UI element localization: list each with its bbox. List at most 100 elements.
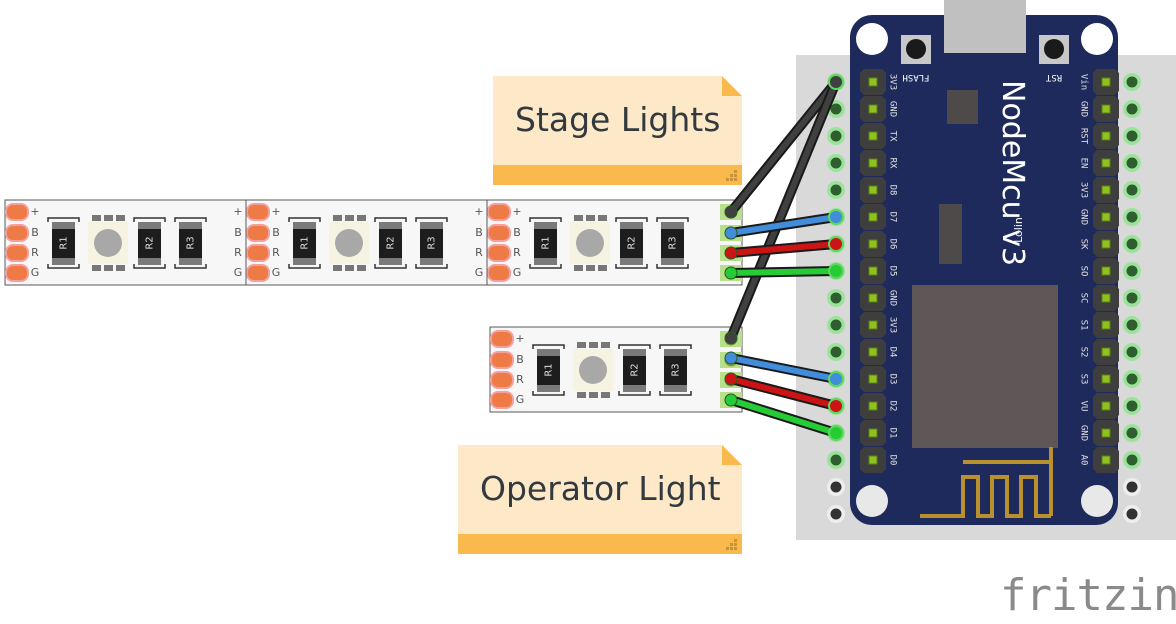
breadboard-hole[interactable]	[1123, 262, 1141, 280]
header-pin-d3[interactable]: D3	[860, 366, 898, 392]
breadboard-hole[interactable]	[827, 154, 845, 172]
header-pin-gnd[interactable]: GND	[1079, 96, 1120, 122]
strip-pad-G[interactable]	[487, 264, 511, 282]
header-pin-d8[interactable]: D8	[860, 177, 898, 203]
strip-pad-G[interactable]	[246, 264, 270, 282]
wire-operator-b[interactable]	[724, 351, 844, 387]
wire-end[interactable]	[724, 205, 738, 219]
header-pin-3v3[interactable]: 3V3	[860, 69, 898, 95]
wire-end[interactable]	[828, 209, 844, 225]
header-pin-s2[interactable]: S2	[1079, 339, 1120, 365]
header-pin-so[interactable]: SO	[1079, 258, 1120, 284]
strip-pad-B[interactable]	[5, 224, 29, 242]
header-pin-s1[interactable]: S1	[1079, 312, 1120, 338]
wire-operator-r[interactable]	[724, 372, 844, 414]
wire-end[interactable]	[828, 263, 844, 279]
strip-pad-B[interactable]	[487, 224, 511, 242]
wire-end[interactable]	[724, 331, 738, 345]
wire-end[interactable]	[724, 226, 738, 240]
stage-led-strip[interactable]: +BRGR1R2R3++BBRRGGR1R2R3++BBRRGGR1R2R3+B…	[4, 199, 743, 286]
wire-operator-g[interactable]	[724, 393, 844, 441]
strip-pad-R[interactable]	[487, 244, 511, 262]
header-pin-s3[interactable]: S3	[1079, 366, 1120, 392]
breadboard-hole[interactable]	[1123, 505, 1141, 523]
wire-stage-b[interactable]	[724, 209, 844, 240]
breadboard-hole[interactable]	[827, 451, 845, 469]
header-pin-gnd[interactable]: GND	[860, 96, 898, 122]
header-pin-d5[interactable]: D5	[860, 258, 898, 284]
header-pin-d0[interactable]: D0	[860, 447, 898, 473]
header-pin-vin[interactable]: Vin	[1079, 69, 1120, 95]
breadboard-hole[interactable]	[1123, 343, 1141, 361]
strip-pad-G[interactable]	[5, 264, 29, 282]
breadboard-hole[interactable]	[827, 343, 845, 361]
header-pin-rst[interactable]: RST	[1079, 123, 1120, 149]
strip-pad-+[interactable]	[487, 203, 511, 221]
breadboard-hole[interactable]	[1123, 154, 1141, 172]
strip-pad-+[interactable]	[490, 330, 514, 348]
breadboard-hole[interactable]	[1123, 424, 1141, 442]
wire-end[interactable]	[724, 246, 738, 260]
reset-button[interactable]	[1039, 35, 1069, 64]
wire-operator-power[interactable]	[724, 74, 844, 345]
header-pin-en[interactable]: EN	[1079, 150, 1120, 176]
breadboard-hole[interactable]	[827, 505, 845, 523]
resize-grip-icon[interactable]	[726, 170, 738, 182]
wire-stage-g[interactable]	[724, 263, 844, 280]
strip-pad-B[interactable]	[490, 351, 514, 369]
wire-end[interactable]	[828, 74, 844, 90]
strip-pad-R[interactable]	[490, 371, 514, 389]
header-pin-d7[interactable]: D7	[860, 204, 898, 230]
wire-end[interactable]	[724, 266, 738, 280]
nodemcu-board[interactable]: FLASH RST NodeMcu v3 Lolin 3V3GNDTXRXD8D…	[850, 0, 1119, 525]
strip-pad-+[interactable]	[5, 203, 29, 221]
header-pin-d1[interactable]: D1	[860, 420, 898, 446]
wire-end[interactable]	[828, 371, 844, 387]
breadboard-hole[interactable]	[1123, 451, 1141, 469]
breadboard-hole[interactable]	[827, 478, 845, 496]
flash-button[interactable]	[901, 35, 931, 64]
reset-button-cap[interactable]	[1044, 39, 1064, 59]
header-pin-d2[interactable]: D2	[860, 393, 898, 419]
wire-end[interactable]	[828, 398, 844, 414]
breadboard-hole[interactable]	[1123, 370, 1141, 388]
strip-pad-R[interactable]	[5, 244, 29, 262]
header-pin-3v3[interactable]: 3V3	[860, 312, 898, 338]
strip-pad-B[interactable]	[246, 224, 270, 242]
header-pin-3v3[interactable]: 3V3	[1079, 177, 1120, 203]
breadboard-hole[interactable]	[1123, 73, 1141, 91]
breadboard-hole[interactable]	[827, 316, 845, 334]
wire-stage-r[interactable]	[724, 236, 844, 260]
header-pin-d6[interactable]: D6	[860, 231, 898, 257]
wire-end[interactable]	[724, 372, 738, 386]
header-pin-rx[interactable]: RX	[860, 150, 898, 176]
breadboard-hole[interactable]	[827, 127, 845, 145]
wire-end[interactable]	[828, 425, 844, 441]
wire-end[interactable]	[724, 393, 738, 407]
wire-end[interactable]	[724, 351, 738, 365]
breadboard-hole[interactable]	[1123, 127, 1141, 145]
header-pin-tx[interactable]: TX	[860, 123, 898, 149]
header-pin-d4[interactable]: D4	[860, 339, 898, 365]
header-pin-a0[interactable]: A0	[1079, 447, 1120, 473]
breadboard-hole[interactable]	[1123, 397, 1141, 415]
breadboard-hole[interactable]	[1123, 100, 1141, 118]
breadboard-hole[interactable]	[1123, 289, 1141, 307]
header-pin-gnd[interactable]: GND	[1079, 204, 1120, 230]
header-pin-sk[interactable]: SK	[1079, 231, 1120, 257]
wire-end[interactable]	[828, 236, 844, 252]
breadboard-hole[interactable]	[1123, 235, 1141, 253]
flash-button-cap[interactable]	[906, 39, 926, 59]
strip-pad-+[interactable]	[246, 203, 270, 221]
breadboard-hole[interactable]	[1123, 208, 1141, 226]
strip-pad-R[interactable]	[246, 244, 270, 262]
breadboard-hole[interactable]	[1123, 316, 1141, 334]
breadboard-hole[interactable]	[1123, 478, 1141, 496]
header-pin-sc[interactable]: SC	[1079, 285, 1120, 311]
header-pin-vu[interactable]: VU	[1079, 393, 1120, 419]
